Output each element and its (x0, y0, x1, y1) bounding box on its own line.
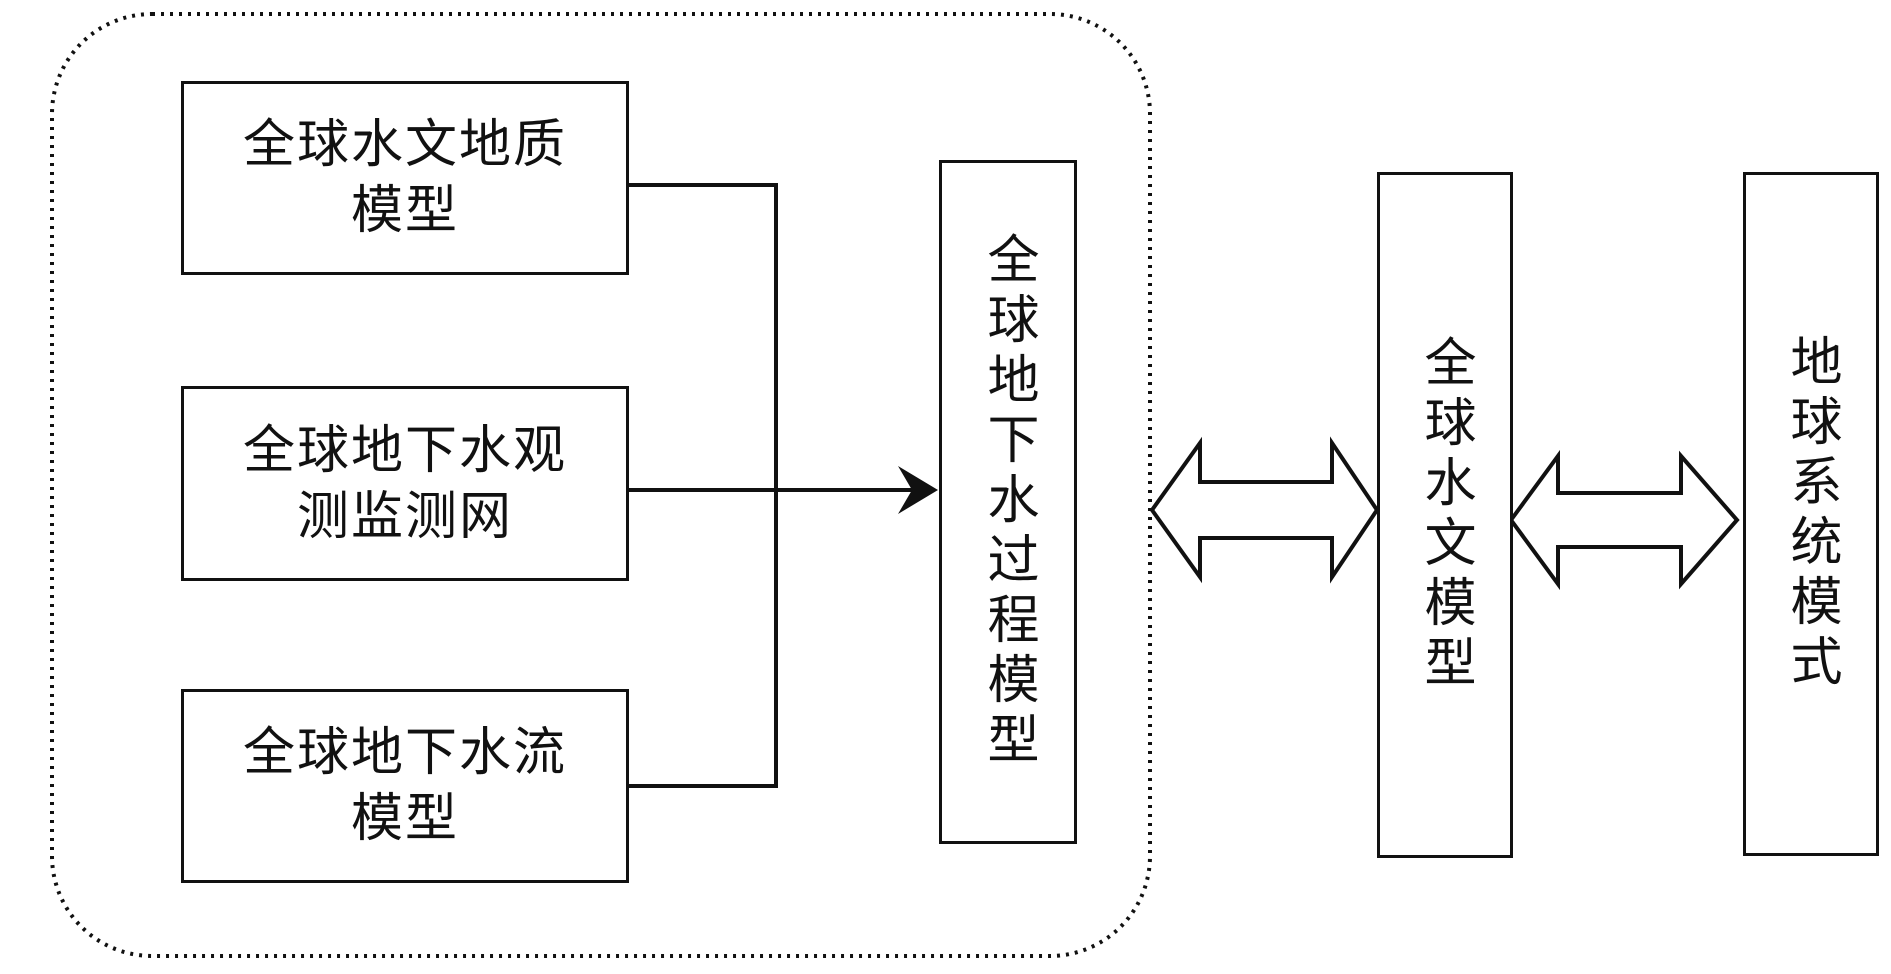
hydrogeology-model-box: 全球水文地质 模型 (181, 81, 629, 275)
hydrogeology-model-label-line-2: 模型 (350, 181, 459, 241)
double-arrow-hydrology-to-earth-system (1508, 449, 1740, 591)
groundwater-flow-model-label-line-2: 模型 (350, 789, 459, 849)
groundwater-flow-model-box: 全球地下水流 模型 (181, 689, 629, 883)
monitoring-network-label-line-1: 全球地下水观 (242, 420, 567, 481)
groundwater-process-model-box: 全球地下水过程模型 (939, 160, 1077, 844)
earth-system-model-label: 地球系统模式 (1781, 334, 1841, 694)
global-hydrology-model-box: 全球水文模型 (1377, 172, 1513, 858)
earth-system-model-box: 地球系统模式 (1743, 172, 1879, 856)
global-hydrology-model-label: 全球水文模型 (1415, 335, 1475, 695)
connector-arrowhead (898, 466, 938, 514)
monitoring-network-label-line-2: 测监测网 (296, 486, 513, 547)
double-arrow-process-to-hydrology (1149, 436, 1380, 584)
groundwater-process-model-label: 全球地下水过程模型 (978, 232, 1038, 772)
groundwater-monitoring-network-box: 全球地下水观 测监测网 (181, 386, 629, 581)
groundwater-flow-model-label-line-1: 全球地下水流 (242, 723, 567, 783)
hydrogeology-model-label-line-1: 全球水文地质 (242, 115, 567, 175)
